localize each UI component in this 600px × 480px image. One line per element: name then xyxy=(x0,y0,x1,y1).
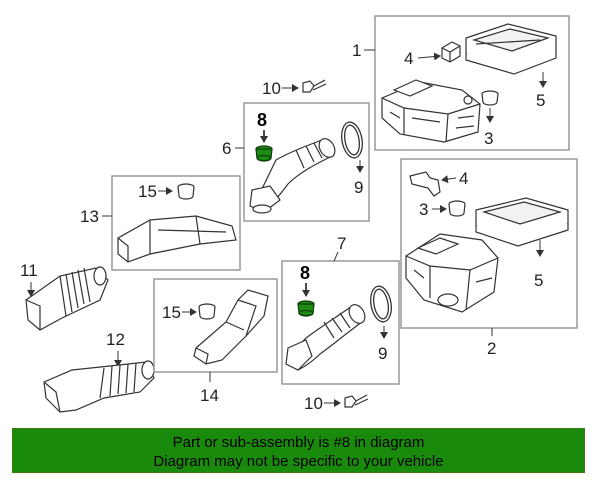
callout-9-lower: 9 xyxy=(378,344,387,363)
intake-duct-7 xyxy=(285,304,366,371)
air-filter-element xyxy=(465,23,557,75)
group-box-6 xyxy=(243,102,370,222)
callout-5-lower: 5 xyxy=(534,271,543,290)
callout-4-top: 4 xyxy=(404,49,413,68)
callout-4-lower: 4 xyxy=(459,169,468,188)
intake-duct-6 xyxy=(249,138,336,214)
info-banner: Part or sub-assembly is #8 in diagram Di… xyxy=(12,428,585,473)
group-box-1 xyxy=(374,15,570,151)
callout-5-top: 5 xyxy=(536,91,545,110)
sensor-part-4-lower xyxy=(409,171,441,197)
callout-10-top: 10 xyxy=(262,79,281,98)
hose-part-12: 12 xyxy=(43,330,155,413)
group-box-13 xyxy=(111,175,241,271)
callout-15-lower: 15 xyxy=(162,303,181,322)
air-cleaner-group-1: 1 5 4 3 xyxy=(352,15,570,151)
callout-11: 11 xyxy=(20,261,38,280)
intake-duct-group-6: 6 8 9 xyxy=(222,102,370,222)
highlighted-part-8-top xyxy=(255,145,273,162)
grommet-part-15-upper xyxy=(177,183,195,200)
group-box-2 xyxy=(400,158,578,329)
callout-2: 2 xyxy=(487,339,496,358)
hose-part-11: 11 xyxy=(20,261,109,331)
duct-group-13: 13 15 xyxy=(80,175,241,271)
part-8-top-base xyxy=(256,154,272,162)
callout-14: 14 xyxy=(200,386,219,405)
callout-6: 6 xyxy=(222,139,231,158)
group-box-7 xyxy=(281,260,400,385)
highlighted-part-8-lower xyxy=(297,300,315,317)
bolt-part-10-top: 10 xyxy=(262,79,327,98)
air-cleaner-housing xyxy=(381,79,481,143)
seal-ring-9-top xyxy=(341,121,363,159)
air-cleaner-group-2: 2 4 3 5 xyxy=(400,158,578,358)
callout-3-top: 3 xyxy=(484,129,493,148)
seal-ring-9-lower xyxy=(370,285,392,323)
callout-15-upper: 15 xyxy=(138,182,157,201)
intake-duct-group-7: 7 8 9 xyxy=(281,234,400,385)
callout-9-top: 9 xyxy=(354,178,363,197)
banner-line-2: Diagram may not be specific to your vehi… xyxy=(153,453,444,470)
callout-8-top: 8 xyxy=(257,110,267,130)
air-cleaner-housing-lower xyxy=(405,233,499,313)
callout-8-lower: 8 xyxy=(300,263,310,283)
callout-12: 12 xyxy=(106,330,125,349)
part-8-lower-base xyxy=(298,309,314,317)
air-duct-13 xyxy=(117,215,237,263)
group-box-14 xyxy=(153,278,278,373)
callout-7: 7 xyxy=(337,234,346,253)
sensor-part-4 xyxy=(441,41,461,63)
air-duct-14 xyxy=(193,289,269,365)
grommet-part-3 xyxy=(481,90,499,106)
grommet-part-3-lower xyxy=(448,200,466,217)
grommet-part-15-lower xyxy=(198,303,216,320)
callout-1: 1 xyxy=(352,41,361,60)
banner-line-1: Part or sub-assembly is #8 in diagram xyxy=(172,434,425,451)
air-filter-element-lower xyxy=(475,197,569,247)
callout-3-lower: 3 xyxy=(419,200,428,219)
callout-10-lower: 10 xyxy=(304,394,323,413)
callout-13: 13 xyxy=(80,207,99,226)
duct-group-14: 14 15 xyxy=(153,278,278,405)
bolt-part-10-lower: 10 xyxy=(304,394,369,413)
